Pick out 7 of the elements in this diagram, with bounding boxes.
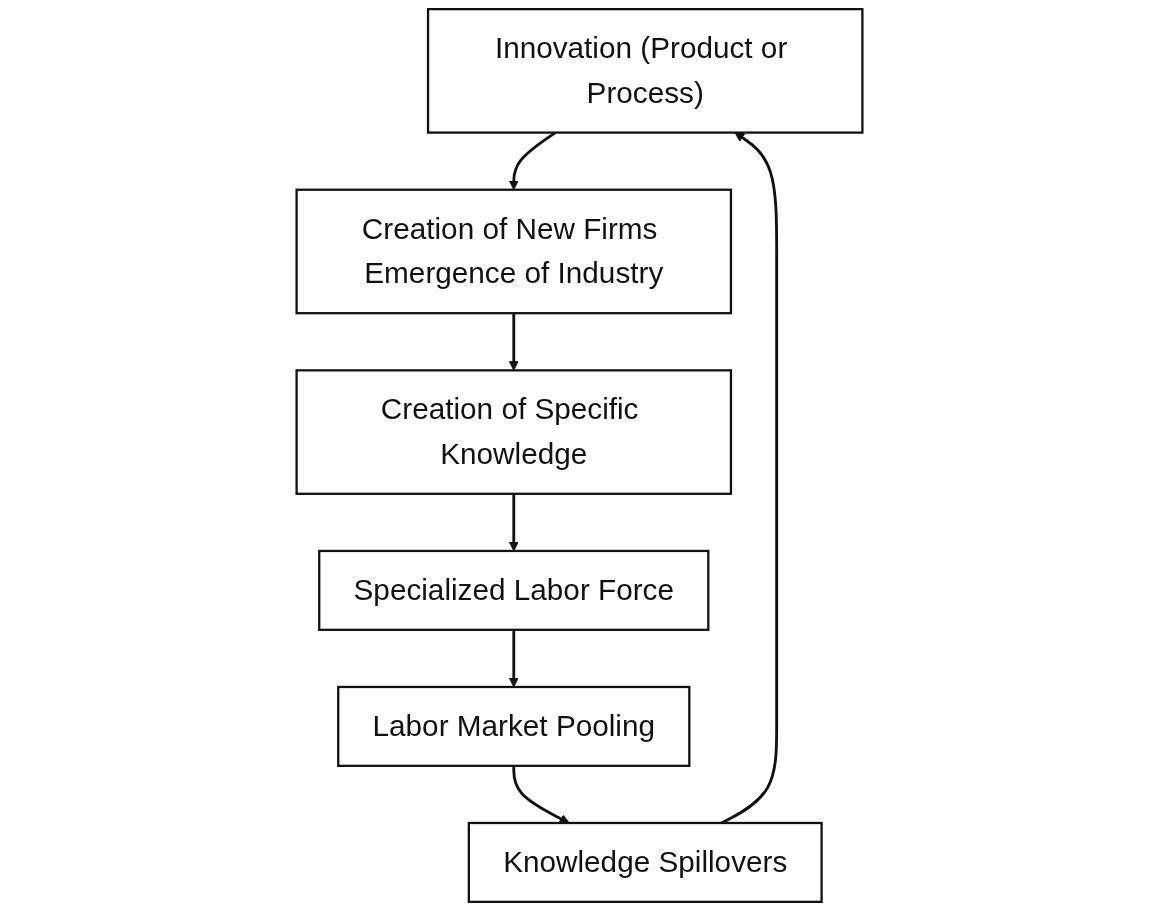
node-box: Specialized Labor Force xyxy=(318,549,710,631)
node-box: Knowledge Spillovers xyxy=(467,821,823,903)
node-box: Labor Market Pooling xyxy=(337,685,691,767)
node-box: Creation of New Firms Emergence of Industry xyxy=(295,188,733,315)
node-box: Creation of Specific Knowledge xyxy=(295,369,733,495)
arrow xyxy=(508,313,519,371)
node-box: Innovation (Product or Process) xyxy=(426,8,864,134)
